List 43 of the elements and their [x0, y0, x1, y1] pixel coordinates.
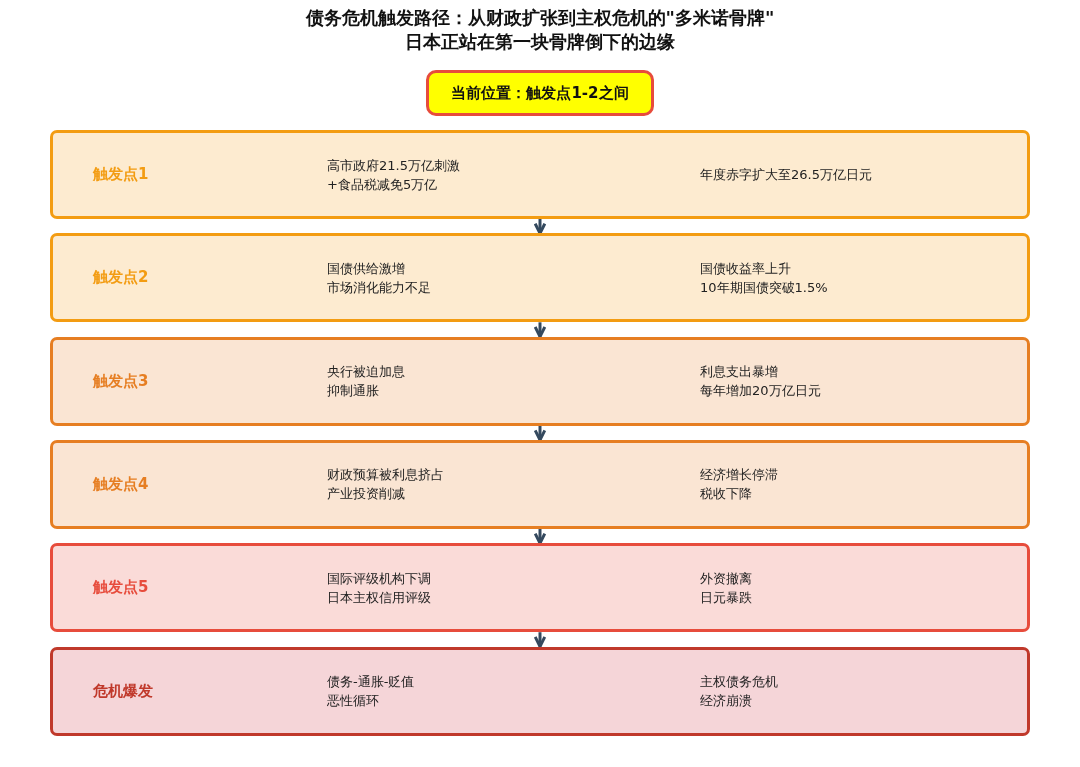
- effect-text: 经济增长停滞: [700, 466, 778, 485]
- cause-text: 国际评级机构下调: [327, 569, 431, 588]
- stage-box: [50, 543, 1030, 633]
- cause-text: 恶性循环: [327, 692, 380, 710]
- effect-text: 10年期国债突破1.5%: [700, 278, 828, 297]
- effect-text: 利息支出暴增: [700, 363, 779, 382]
- effect-text: 税收下降: [700, 485, 753, 504]
- title: 债务危机触发路径：从财政扩张到主权危机的"多米诺骨牌": [304, 6, 776, 30]
- arrow: [533, 219, 547, 235]
- cause-text: 债务-通胀-贬值: [327, 673, 415, 691]
- stage-box: [50, 646, 1030, 736]
- arrow: [533, 632, 547, 648]
- effect-text: 每年增加20万亿日元: [700, 382, 821, 401]
- effect-text: 日元暴跌: [700, 588, 752, 607]
- stage-heading: 触发点2: [93, 267, 149, 289]
- cause-text: +食品税减免5万亿: [327, 175, 439, 194]
- cause-text: 国债供给激增: [327, 259, 406, 278]
- effect-text: 经济崩溃: [700, 692, 753, 710]
- stage-heading: 危机爆发: [93, 680, 153, 702]
- stage-heading: 触发点1: [93, 164, 149, 185]
- effect-text: 外资撤离: [700, 569, 752, 588]
- stage-heading: 触发点5: [93, 577, 149, 599]
- stage-heading: 触发点4: [93, 473, 149, 495]
- stage-heading: 触发点3: [93, 370, 149, 392]
- arrow: [533, 322, 547, 339]
- cause-text: 财政预算被利息挤占: [327, 466, 444, 485]
- cause-text: 市场消化能力不足: [327, 278, 431, 297]
- cause-text: 产业投资削减: [327, 485, 406, 504]
- status-badge: 当前位置：触发点1-2之间: [426, 70, 654, 116]
- arrow: [533, 425, 547, 442]
- stage-box: [50, 439, 1030, 529]
- arrow: [533, 528, 547, 545]
- stage-box: [50, 233, 1030, 323]
- cause-text: 抑制通胀: [327, 382, 380, 401]
- stage-box: [50, 336, 1030, 426]
- stage-box: [50, 130, 1030, 219]
- effect-text: 年度赤字扩大至26.5万亿日元: [700, 166, 872, 184]
- cause-text: 日本主权信用评级: [327, 588, 431, 607]
- cause-text: 高市政府21.5万亿刺激: [327, 156, 460, 175]
- effect-text: 国债收益率上升: [700, 259, 792, 278]
- effect-text: 主权债务危机: [700, 673, 778, 691]
- subtitle: 日本正站在第一块骨牌倒下的边缘: [404, 30, 676, 54]
- cause-text: 央行被迫加息: [327, 363, 405, 382]
